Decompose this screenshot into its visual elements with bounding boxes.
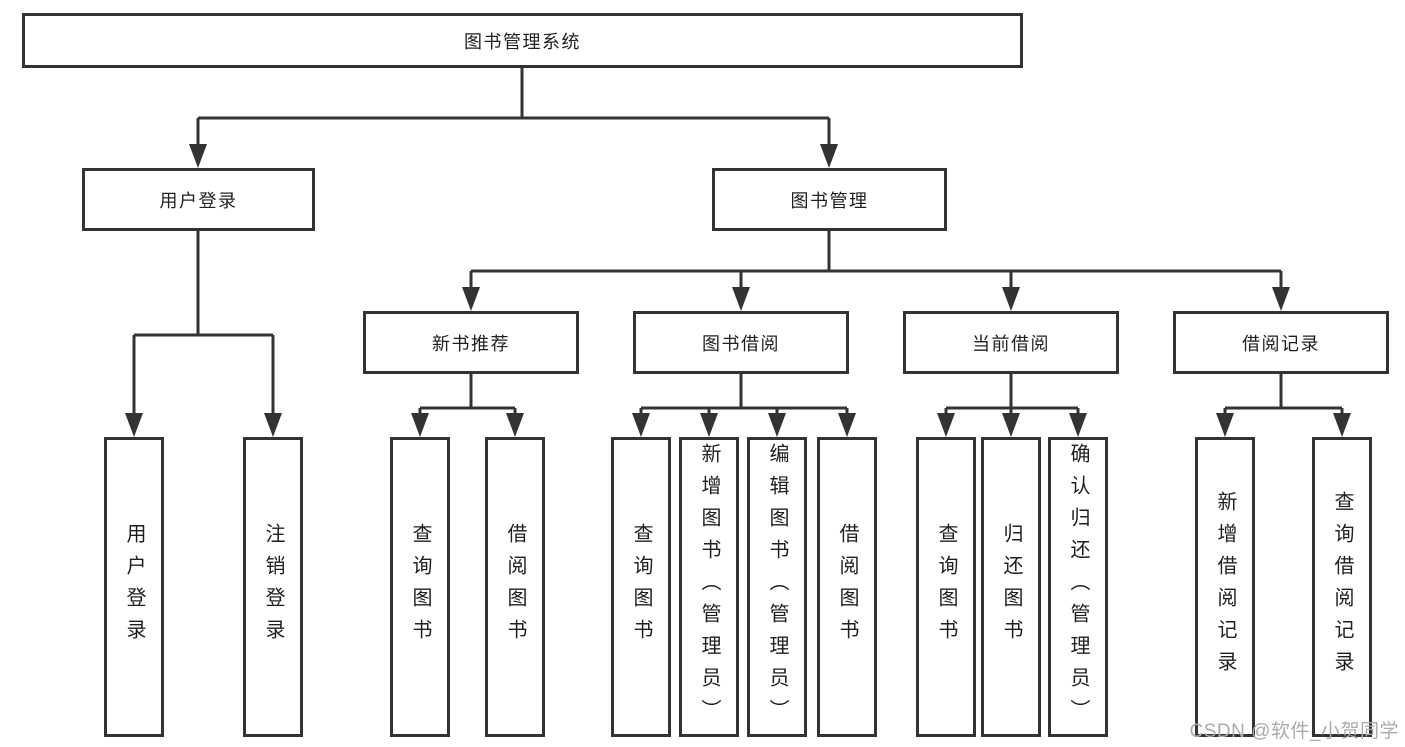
node-label: 查询借阅记录 (1331, 491, 1353, 683)
node-user-login-action: 用户登录 (104, 437, 164, 737)
node-label: 当前借阅 (972, 333, 1050, 354)
edge-user-login-to-children (132, 231, 275, 419)
node-label: 借阅图书 (504, 523, 526, 651)
node-add-borrow-record: 新增借阅记录 (1195, 437, 1255, 737)
edge-book-management-to-level3 (469, 231, 1283, 293)
node-label: 借阅图书 (836, 523, 858, 651)
arrowhead (838, 413, 856, 437)
arrowhead (700, 413, 718, 437)
node-query-books-current: 查询图书 (916, 437, 976, 737)
arrowhead (820, 144, 838, 168)
node-return-books: 归还图书 (981, 437, 1041, 737)
node-add-books-admin: 新增图书（管理员） (679, 437, 739, 737)
arrowhead (732, 287, 750, 311)
arrowhead (462, 287, 480, 311)
csdn-watermark: CSDN @软件_小贺同学 (1189, 721, 1399, 742)
node-library-management-system: 图书管理系统 (22, 13, 1023, 68)
node-label: 查询图书 (935, 523, 957, 651)
node-label: 图书管理系统 (464, 31, 581, 52)
node-label: 注销登录 (262, 523, 284, 651)
node-label: 确认归还（管理员） (1067, 443, 1089, 731)
node-label: 新增图书（管理员） (698, 443, 720, 731)
node-query-books-borrow: 查询图书 (611, 437, 671, 737)
node-book-management: 图书管理 (712, 168, 947, 231)
edge-new-book-recommend-to-children (418, 374, 517, 419)
node-book-borrow: 图书借阅 (633, 311, 849, 374)
edges (132, 68, 1344, 419)
arrowhead (768, 413, 786, 437)
arrowhead (1069, 413, 1087, 437)
node-query-borrow-record: 查询借阅记录 (1312, 437, 1372, 737)
node-label: 借阅记录 (1242, 333, 1320, 354)
arrowhead (506, 413, 524, 437)
arrowhead (411, 413, 429, 437)
arrowheads (125, 144, 1351, 437)
arrowhead (1272, 287, 1290, 311)
node-label: 图书管理 (790, 190, 869, 211)
arrowhead (264, 413, 282, 437)
node-label: 编辑图书（管理员） (766, 443, 788, 731)
node-edit-books-admin: 编辑图书（管理员） (747, 437, 807, 737)
edge-current-borrow-to-children (944, 374, 1080, 419)
node-confirm-return-admin: 确认归还（管理员） (1048, 437, 1108, 737)
node-label: 新书推荐 (432, 333, 510, 354)
node-query-books-recommend: 查询图书 (390, 437, 450, 737)
arrowhead (189, 144, 207, 168)
node-label: 归还图书 (1000, 523, 1022, 651)
node-label: 查询图书 (409, 523, 431, 651)
arrowhead (1216, 413, 1234, 437)
arrowhead (1002, 413, 1020, 437)
edge-book-borrow-to-children (639, 374, 849, 419)
edge-borrow-records-to-children (1223, 374, 1344, 419)
arrowhead (1002, 287, 1020, 311)
node-borrow-records: 借阅记录 (1173, 311, 1389, 374)
arrowhead (632, 413, 650, 437)
edge-root-to-level2 (196, 68, 831, 150)
node-label: 图书借阅 (702, 333, 780, 354)
node-borrow-books-recommend: 借阅图书 (485, 437, 545, 737)
node-borrow-books-action: 借阅图书 (817, 437, 877, 737)
node-new-book-recommend: 新书推荐 (363, 311, 579, 374)
node-current-borrow: 当前借阅 (903, 311, 1119, 374)
node-label: 新增借阅记录 (1214, 491, 1236, 683)
node-label: 查询图书 (630, 523, 652, 651)
arrowhead (937, 413, 955, 437)
node-label: 用户登录 (159, 190, 238, 211)
node-label: 用户登录 (123, 523, 145, 651)
node-user-login: 用户登录 (82, 168, 315, 231)
node-logout-action: 注销登录 (243, 437, 303, 737)
arrowhead (1333, 413, 1351, 437)
arrowhead (125, 413, 143, 437)
